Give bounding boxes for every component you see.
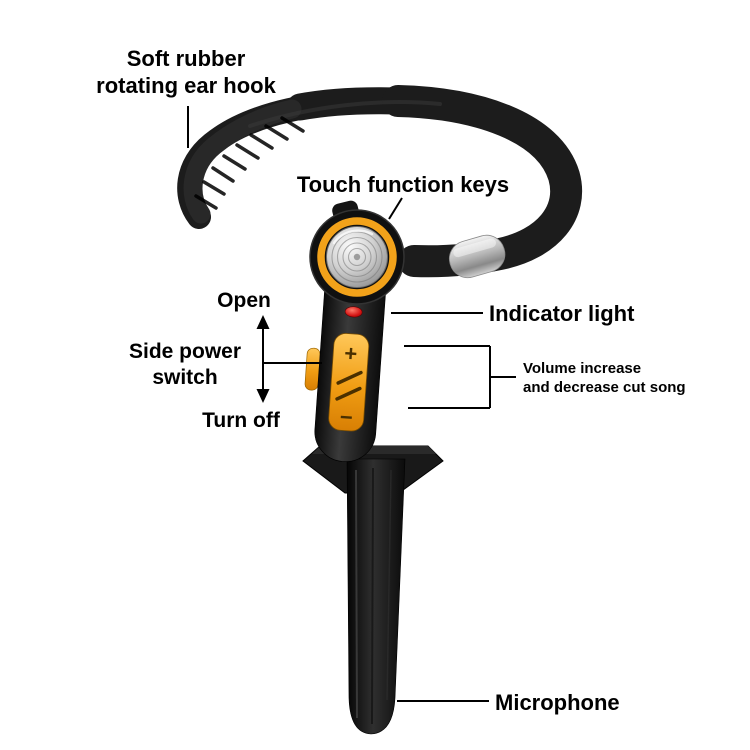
arrow-down-icon bbox=[256, 389, 270, 403]
ear-hook-label-line2: rotating ear hook bbox=[96, 73, 276, 98]
open-label: Open bbox=[217, 289, 271, 312]
volume-rocker: + − bbox=[328, 333, 370, 432]
volume-plus-label: + bbox=[343, 340, 358, 366]
power-switch-label: Side power switch bbox=[100, 339, 270, 391]
ear-hook-ridges bbox=[194, 116, 305, 210]
track-skip-chevrons-icon bbox=[335, 370, 363, 401]
touch-keys-label: Touch function keys bbox=[296, 172, 510, 197]
microphone-stem bbox=[346, 458, 406, 735]
touch-keys-callout-line bbox=[388, 197, 403, 220]
swivel-connector bbox=[448, 234, 506, 279]
power-switch-label-line2: switch bbox=[152, 366, 218, 389]
ear-hook-label: Soft rubber rotating ear hook bbox=[71, 45, 301, 99]
ear-hook-label-line1: Soft rubber bbox=[126, 46, 246, 71]
microphone-label: Microphone bbox=[495, 690, 620, 715]
turn-off-label: Turn off bbox=[202, 409, 280, 432]
volume-label-line2: and decrease cut song bbox=[523, 379, 686, 396]
volume-bracket bbox=[404, 345, 516, 409]
indicator-led bbox=[344, 306, 363, 318]
power-switch-label-line1: Side power bbox=[128, 340, 242, 363]
indicator-light-label: Indicator light bbox=[489, 301, 635, 326]
arrow-up-icon bbox=[256, 315, 270, 329]
orange-ring bbox=[317, 217, 397, 297]
volume-label: Volume increase and decrease cut song bbox=[523, 359, 718, 397]
volume-label-line1: Volume increase bbox=[523, 360, 642, 377]
touch-function-button bbox=[309, 200, 405, 305]
volume-minus-label: − bbox=[339, 404, 354, 430]
